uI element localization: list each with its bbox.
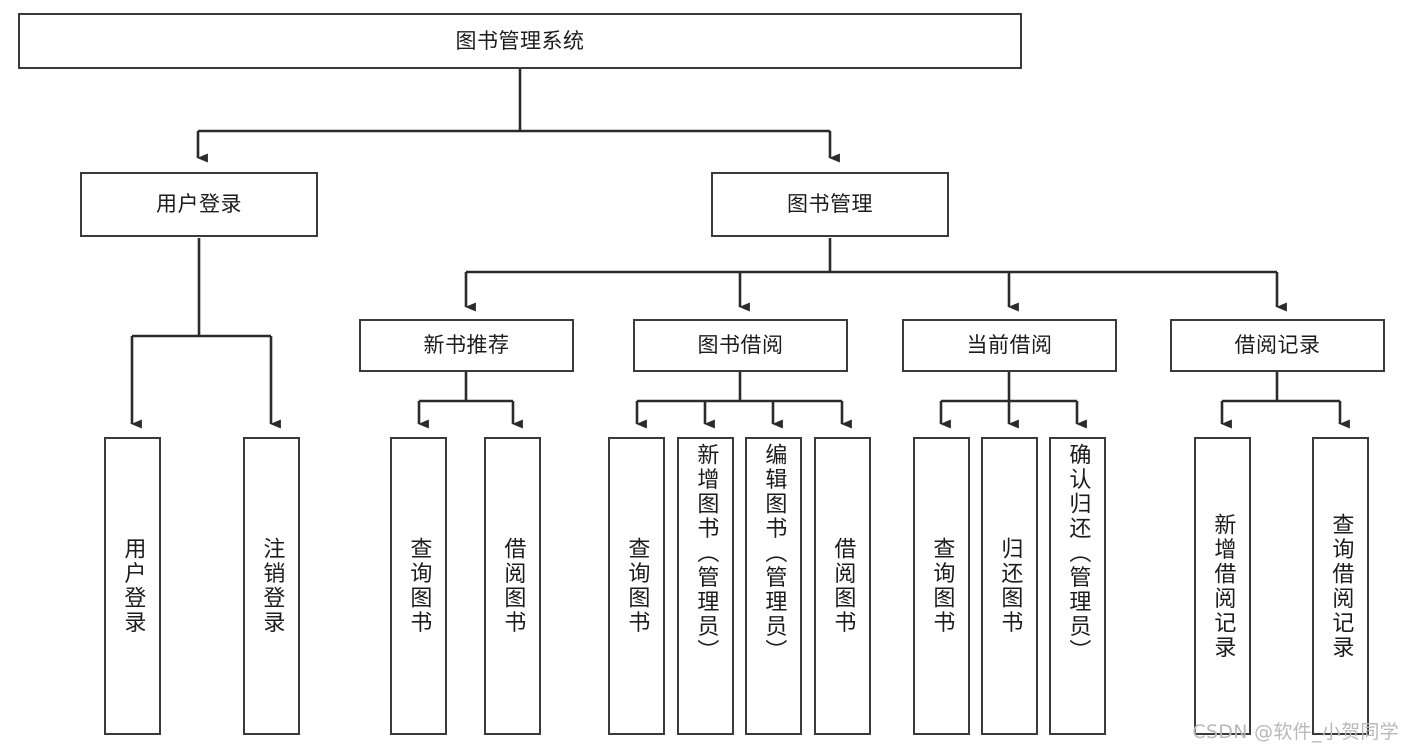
- node-root-label: 图书管理系统: [455, 28, 585, 53]
- leaf-nb-query-book-label: 查询图书: [406, 537, 432, 635]
- leaf-user-login[interactable]: 用户登录: [104, 437, 161, 735]
- leaf-bb-borrow-book-label: 借阅图书: [830, 537, 856, 635]
- leaf-cb-return-book-label: 归还图书: [997, 537, 1023, 635]
- leaf-bb-query-book-label: 查询图书: [624, 537, 650, 635]
- node-borrow-record[interactable]: 借阅记录: [1170, 319, 1385, 372]
- leaf-nb-borrow-book-label: 借阅图书: [500, 537, 526, 635]
- node-book-borrow-label: 图书借阅: [697, 333, 784, 357]
- leaf-bb-query-book[interactable]: 查询图书: [608, 437, 665, 735]
- leaf-cb-confirm-return-label: 确认归还（管理员）: [1065, 443, 1091, 664]
- leaf-cb-return-book[interactable]: 归还图书: [981, 437, 1038, 735]
- node-user-login[interactable]: 用户登录: [80, 172, 318, 237]
- leaf-cb-confirm-return[interactable]: 确认归还（管理员）: [1049, 437, 1106, 735]
- leaf-logout[interactable]: 注销登录: [243, 437, 300, 735]
- leaf-br-query-record[interactable]: 查询借阅记录: [1312, 437, 1369, 735]
- leaf-cb-query-book[interactable]: 查询图书: [913, 437, 970, 735]
- node-book-manage[interactable]: 图书管理: [711, 172, 949, 237]
- node-book-manage-label: 图书管理: [787, 192, 873, 216]
- leaf-br-add-record-label: 新增借阅记录: [1210, 512, 1236, 660]
- leaf-cb-query-book-label: 查询图书: [929, 537, 955, 635]
- node-new-book-recommend[interactable]: 新书推荐: [359, 319, 574, 372]
- leaf-bb-edit-book[interactable]: 编辑图书（管理员）: [745, 437, 802, 735]
- leaf-logout-label: 注销登录: [259, 537, 285, 635]
- leaf-bb-borrow-book[interactable]: 借阅图书: [814, 437, 871, 735]
- leaf-br-add-record[interactable]: 新增借阅记录: [1194, 437, 1251, 735]
- node-borrow-record-label: 借阅记录: [1234, 333, 1321, 357]
- node-current-borrow-label: 当前借阅: [966, 333, 1053, 357]
- leaf-nb-borrow-book[interactable]: 借阅图书: [484, 437, 541, 735]
- watermark-text: CSDN @软件_小贺同学: [1192, 721, 1399, 743]
- leaf-bb-add-book[interactable]: 新增图书（管理员）: [677, 437, 734, 735]
- node-current-borrow[interactable]: 当前借阅: [902, 319, 1117, 372]
- node-new-book-recommend-label: 新书推荐: [423, 333, 510, 357]
- leaf-user-login-label: 用户登录: [120, 537, 146, 635]
- node-root[interactable]: 图书管理系统: [18, 13, 1022, 69]
- leaf-nb-query-book[interactable]: 查询图书: [390, 437, 447, 735]
- leaf-br-query-record-label: 查询借阅记录: [1328, 512, 1354, 660]
- leaf-bb-add-book-label: 新增图书（管理员）: [693, 443, 719, 664]
- leaf-bb-edit-book-label: 编辑图书（管理员）: [761, 443, 787, 664]
- node-book-borrow[interactable]: 图书借阅: [633, 319, 848, 372]
- node-user-login-label: 用户登录: [156, 192, 242, 216]
